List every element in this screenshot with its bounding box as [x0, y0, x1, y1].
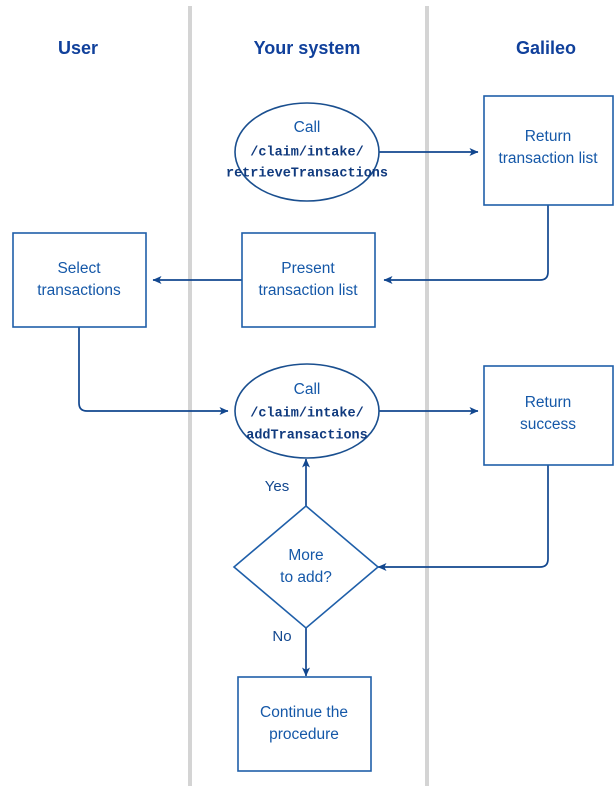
- present-transaction-list-line2: transaction list: [258, 282, 358, 299]
- continue-procedure-line1: Continue the: [260, 704, 348, 721]
- return-transaction-list-box[interactable]: [483, 95, 614, 206]
- lane-titles: User Your system Galileo: [58, 38, 576, 58]
- return-success-line1: Return: [525, 394, 572, 411]
- continue-procedure-box[interactable]: [237, 676, 372, 772]
- node-return-success[interactable]: Return success: [483, 365, 614, 466]
- call-retrieve-ellipse[interactable]: [234, 102, 380, 202]
- return-transaction-list-line1: Return: [525, 128, 572, 145]
- call-retrieve-line1: Call: [294, 119, 321, 136]
- edge-label-yes: Yes: [265, 478, 289, 495]
- call-add-line3: addTransactions: [246, 429, 368, 444]
- more-to-add-line1: More: [288, 547, 323, 564]
- lane-title-galileo: Galileo: [516, 38, 576, 58]
- node-call-add-transactions[interactable]: Call /claim/intake/ addTransactions: [234, 363, 380, 459]
- more-to-add-line2: to add?: [280, 569, 332, 586]
- call-retrieve-line2: /claim/intake/: [250, 146, 363, 161]
- edge-return-list-to-present-list: [383, 205, 549, 284]
- continue-procedure-line2: procedure: [269, 726, 339, 743]
- node-present-transaction-list[interactable]: Present transaction list: [241, 232, 376, 328]
- lane-title-user: User: [58, 38, 98, 58]
- select-transactions-line2: transactions: [37, 282, 121, 299]
- return-transaction-list-line2: transaction list: [498, 150, 598, 167]
- node-return-transaction-list[interactable]: Return transaction list: [483, 95, 614, 206]
- call-add-ellipse[interactable]: [234, 363, 380, 459]
- present-transaction-list-box[interactable]: [241, 232, 376, 328]
- return-success-line2: success: [520, 416, 576, 433]
- call-retrieve-line3: retrieveTransactions: [226, 167, 388, 182]
- node-continue-procedure[interactable]: Continue the procedure: [237, 676, 372, 772]
- node-more-to-add-decision[interactable]: More to add?: [232, 504, 380, 630]
- return-success-box[interactable]: [483, 365, 614, 466]
- select-transactions-line1: Select: [57, 260, 101, 277]
- lane-title-your-system: Your system: [254, 38, 361, 58]
- edge-select-to-call-add: [78, 327, 229, 415]
- node-call-retrieve-transactions[interactable]: Call /claim/intake/ retrieveTransactions: [226, 102, 388, 202]
- call-add-line1: Call: [294, 381, 321, 398]
- select-transactions-box[interactable]: [12, 232, 147, 328]
- node-select-transactions[interactable]: Select transactions: [12, 232, 147, 328]
- edge-return-success-to-decision: [377, 465, 549, 571]
- more-to-add-diamond[interactable]: [232, 504, 380, 630]
- lane-dividers: [188, 6, 429, 786]
- call-add-line2: /claim/intake/: [250, 407, 363, 422]
- edge-label-no: No: [272, 628, 291, 645]
- edges: Yes No: [78, 148, 549, 677]
- present-transaction-list-line1: Present: [281, 260, 335, 277]
